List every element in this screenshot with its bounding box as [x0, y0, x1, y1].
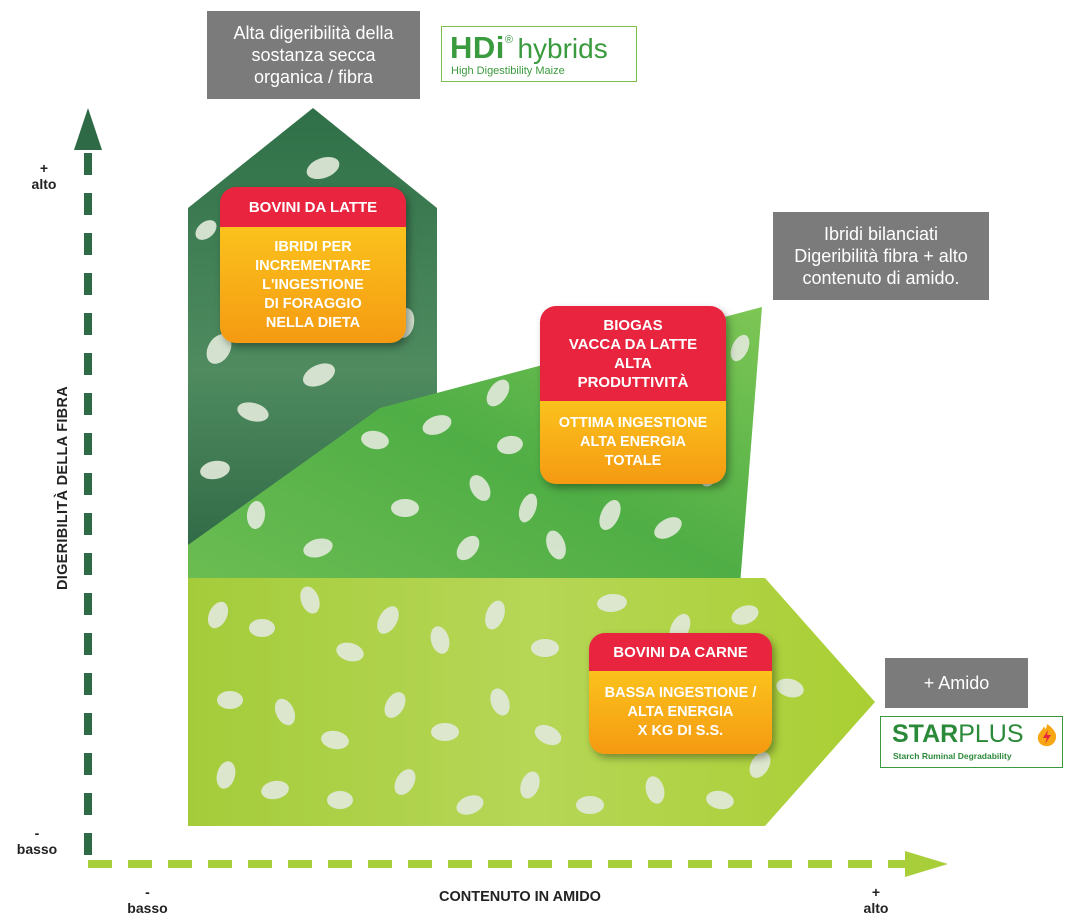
y-axis-low-label: - basso: [12, 825, 62, 857]
flame-bolt-icon: [1037, 724, 1057, 747]
beef-card-line-1: BASSA INGESTIONE /: [604, 685, 757, 701]
dairy-card-line-1: IBRIDI PER: [274, 238, 352, 255]
x-axis-low-sign: -: [145, 884, 150, 900]
dairy-card-body: IBRIDI PER INCREMENTARE L'INGESTIONE DI …: [220, 227, 406, 343]
x-axis-title: CONTENUTO IN AMIDO: [439, 889, 601, 905]
x-axis-high-sign: +: [871, 884, 881, 900]
hdi-hybrids-logo: HDi® hybrids High Digestibility Maize: [441, 26, 637, 82]
biogas-card-line-3: TOTALE: [604, 453, 662, 469]
y-axis-low-sign: -: [34, 825, 40, 841]
beef-card-line-2: ALTA ENERGIA: [627, 704, 734, 720]
x-axis-arrowhead: [905, 851, 948, 877]
biogas-card-title-1: BIOGAS: [603, 316, 663, 334]
starplus-logo: STARPLUS Starch Ruminal Degradability: [880, 716, 1063, 768]
starch-box-label: + Amido: [923, 673, 990, 693]
hdi-registered-mark: ®: [504, 34, 513, 46]
dairy-card-title-text: BOVINI DA LATTE: [248, 198, 378, 216]
y-axis-low-text: basso: [16, 841, 58, 857]
starplus-brand-light: PLUS: [958, 720, 1024, 748]
y-axis-high-text: alto: [31, 176, 57, 192]
y-axis-arrowhead: [74, 108, 102, 150]
fiber-box-line-1: Alta digeribilità della: [233, 23, 394, 43]
y-axis-title: DIGERIBILITÀ DELLA FIBRA: [55, 386, 71, 591]
x-axis-low-label: - basso: [120, 884, 175, 916]
biogas-card: BIOGAS VACCA DA LATTE ALTA PRODUTTIVITÀ …: [540, 306, 726, 484]
dairy-cattle-card: BOVINI DA LATTE IBRIDI PER INCREMENTARE …: [220, 187, 406, 343]
beef-cattle-card: BOVINI DA CARNE BASSA INGESTIONE / ALTA …: [589, 633, 772, 754]
hdi-word: hybrids: [517, 33, 608, 64]
balanced-box-line-1: Ibridi bilanciati: [823, 224, 939, 244]
x-axis-low-text: basso: [127, 900, 168, 916]
fiber-box-line-3: organica / fibra: [253, 67, 374, 87]
dairy-card-line-2: INCREMENTARE: [255, 257, 371, 274]
hdi-tagline: High Digestibility Maize: [451, 65, 565, 77]
beef-card-line-3: X KG DI S.S.: [637, 723, 724, 739]
fiber-digestibility-box: Alta digeribilità della sostanza secca o…: [207, 11, 420, 99]
biogas-card-line-2: ALTA ENERGIA: [579, 434, 687, 450]
biogas-card-line-1: OTTIMA INGESTIONE: [558, 415, 708, 431]
x-axis-line: [88, 851, 948, 877]
beef-card-title-text: BOVINI DA CARNE: [613, 643, 748, 661]
balanced-hybrids-box: Ibridi bilanciati Digeribilità fibra + a…: [773, 212, 989, 300]
biogas-card-title-4: PRODUTTIVITÀ: [577, 373, 689, 391]
beef-card-title: BOVINI DA CARNE: [589, 633, 772, 671]
x-axis-high-text: alto: [863, 900, 889, 916]
biogas-card-body: OTTIMA INGESTIONE ALTA ENERGIA TOTALE: [540, 401, 726, 484]
y-axis-line: [74, 108, 102, 855]
y-axis-high-sign: +: [39, 160, 49, 176]
balanced-box-line-3: contenuto di amido.: [802, 268, 960, 288]
hdi-brand: HDi: [450, 30, 505, 65]
biogas-card-title-2: VACCA DA LATTE: [568, 335, 698, 353]
biogas-card-title-3: ALTA: [614, 354, 652, 372]
balanced-box-line-2: Digeribilità fibra + alto: [794, 246, 968, 266]
seed-pattern-mid: [246, 334, 750, 561]
beef-card-body: BASSA INGESTIONE / ALTA ENERGIA X KG DI …: [589, 671, 772, 754]
fiber-box-line-2: sostanza secca: [251, 45, 376, 65]
starch-box: + Amido: [885, 658, 1028, 708]
starplus-brand-bold: STAR: [892, 720, 959, 748]
dairy-card-title: BOVINI DA LATTE: [220, 187, 406, 227]
dairy-card-line-5: NELLA DIETA: [265, 314, 361, 331]
dairy-card-line-4: DI FORAGGIO: [264, 295, 362, 312]
seed-pattern-light: [207, 586, 804, 815]
starplus-tagline: Starch Ruminal Degradability: [893, 751, 1012, 761]
biogas-card-title: BIOGAS VACCA DA LATTE ALTA PRODUTTIVITÀ: [540, 306, 726, 401]
dairy-card-line-3: L'INGESTIONE: [262, 276, 364, 293]
y-axis-high-label: + alto: [22, 160, 66, 192]
x-axis-high-label: + alto: [851, 884, 901, 916]
